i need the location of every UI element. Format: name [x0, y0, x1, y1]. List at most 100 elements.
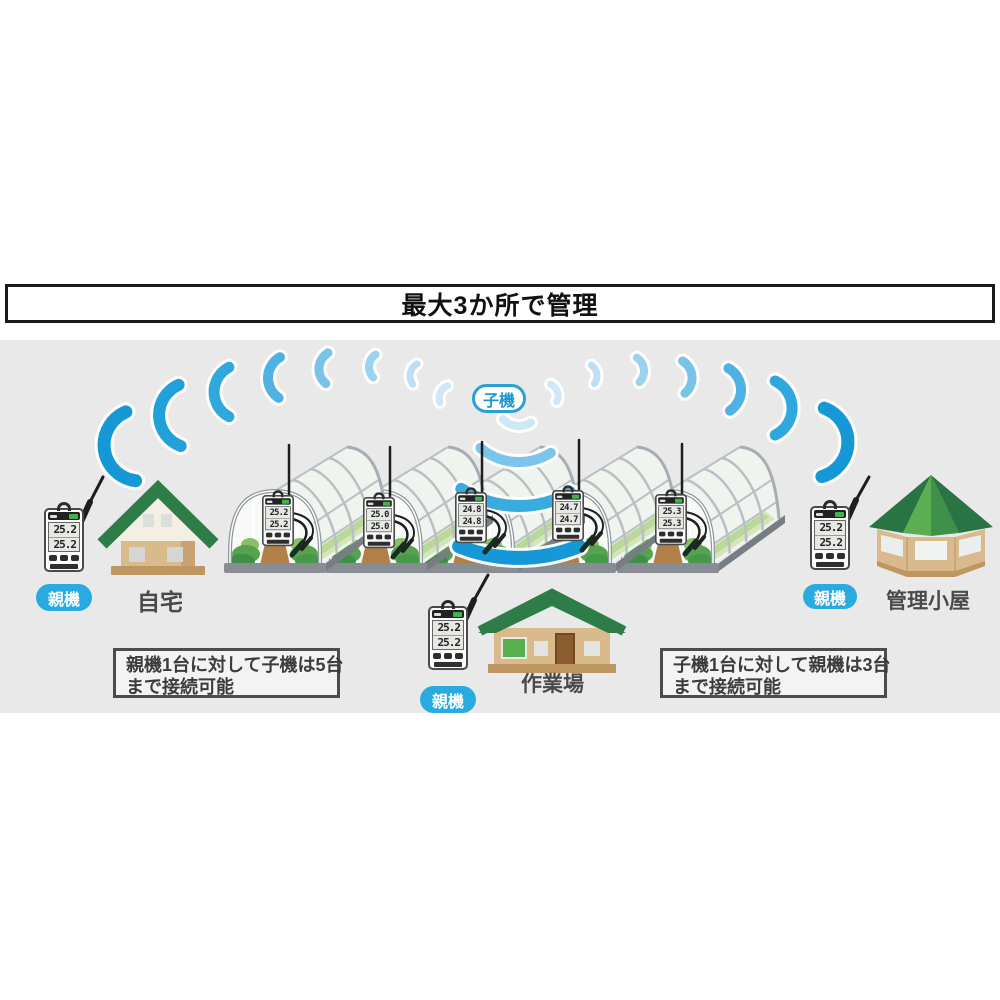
temp-reading: 24.8	[462, 515, 482, 527]
signal-badge	[453, 611, 462, 617]
device-label-strip	[556, 534, 580, 539]
brand-logo	[459, 497, 466, 500]
device-lcd: 25.2 25.2	[48, 522, 80, 552]
device-label-strip	[266, 539, 290, 544]
device-label-strip	[815, 562, 845, 567]
parent-device-hut: 25.2 25.2	[810, 500, 850, 570]
parent-pill-home: 親機	[36, 584, 92, 611]
temp-reading: 25.2	[53, 523, 77, 537]
device-hook	[441, 600, 455, 609]
signal-badge	[835, 511, 844, 517]
temp-reading: 25.2	[269, 507, 289, 518]
lcd-row-bottom: 24.7	[556, 514, 580, 525]
temp-reading: 24.7	[559, 502, 579, 513]
device-hook	[57, 502, 71, 511]
page-title: 最大3か所で管理	[401, 291, 599, 320]
lcd-row-top: 25.0	[367, 509, 391, 521]
brand-logo	[816, 512, 823, 516]
lcd-row-top: 25.2	[49, 523, 79, 538]
child-pill-label: 子機	[482, 392, 515, 410]
device-label-strip	[49, 564, 79, 569]
temp-reading: 25.2	[819, 535, 843, 549]
device-buttons	[457, 529, 486, 535]
label-workshop: 作業場	[521, 673, 584, 696]
lcd-row-bottom: 25.3	[659, 518, 683, 529]
lcd-row-bottom: 25.0	[367, 521, 391, 532]
child-device-5: 25.3 25.3	[655, 489, 687, 546]
note-right-line1: 子機1台に対して親機は3台	[673, 655, 891, 675]
note-left-line1: 親機1台に対して子機は5台	[126, 655, 344, 675]
temp-reading: 24.7	[559, 513, 579, 525]
device-header	[265, 498, 291, 505]
lcd-row-top: 25.2	[815, 521, 845, 536]
temp-reading: 25.2	[437, 635, 461, 649]
device-buttons	[812, 553, 848, 559]
title-box: 最大3か所で管理	[5, 284, 995, 323]
lcd-row-top: 24.7	[556, 502, 580, 514]
device-buttons	[264, 532, 293, 538]
device-header	[458, 495, 484, 502]
temp-reading: 25.3	[662, 517, 682, 529]
device-label-strip	[367, 541, 391, 546]
parent-device-home: 25.2 25.2	[44, 502, 84, 572]
signal-badge	[572, 494, 580, 499]
note-left-line2: まで接続可能	[126, 677, 234, 697]
device-lcd: 25.2 25.2	[432, 620, 464, 650]
device-lcd: 25.0 25.0	[366, 508, 392, 533]
lcd-row-bottom: 25.2	[815, 536, 845, 550]
child-device-4: 24.7 24.7	[552, 485, 584, 542]
temp-reading: 24.8	[462, 504, 482, 515]
device-hook	[562, 485, 574, 493]
device-lcd: 25.3 25.3	[658, 505, 684, 530]
device-header	[658, 497, 684, 504]
brand-logo	[659, 499, 666, 502]
lcd-row-top: 25.3	[659, 506, 683, 518]
device-header	[555, 493, 581, 500]
device-header	[366, 500, 392, 507]
temp-reading: 25.0	[370, 509, 390, 520]
child-pill: 子機	[472, 384, 526, 413]
lcd-row-bottom: 25.2	[433, 636, 463, 650]
device-buttons	[657, 531, 686, 537]
signal-badge	[69, 513, 78, 519]
signal-badge	[475, 496, 483, 501]
lcd-row-bottom: 25.2	[266, 519, 290, 530]
signal-badge	[383, 501, 391, 506]
brand-logo	[50, 514, 57, 518]
parent-pill-hut: 親機	[803, 584, 857, 609]
device-hook	[823, 500, 837, 509]
note-left: 親機1台に対して子機は5台 まで接続可能	[113, 648, 344, 698]
note-right: 子機1台に対して親機は3台 まで接続可能	[660, 648, 891, 698]
temp-reading: 25.2	[437, 621, 461, 635]
parent-pill-label: 親機	[813, 590, 846, 608]
device-label-strip	[659, 538, 683, 543]
temp-reading: 25.0	[370, 520, 390, 532]
temp-reading: 25.2	[53, 537, 77, 551]
temp-reading: 25.2	[269, 518, 289, 530]
device-lcd: 25.2 25.2	[265, 506, 291, 531]
parent-device-workshop: 25.2 25.2	[428, 600, 468, 670]
device-hook	[665, 489, 677, 497]
device-hook	[465, 487, 477, 495]
label-hut: 管理小屋	[886, 590, 970, 613]
child-device-3: 24.8 24.8	[455, 487, 487, 544]
device-lcd: 24.8 24.8	[458, 503, 484, 528]
device-lcd: 24.7 24.7	[555, 501, 581, 526]
device-hook	[272, 490, 284, 498]
parent-pill-workshop: 親機	[420, 686, 476, 713]
lcd-row-top: 25.2	[266, 507, 290, 519]
parent-pill-label: 親機	[47, 591, 80, 609]
device-header	[432, 610, 464, 618]
device-buttons	[46, 555, 82, 561]
device-label-strip	[459, 536, 483, 541]
temp-reading: 25.3	[662, 506, 682, 517]
signal-badge	[282, 499, 290, 504]
device-buttons	[430, 653, 466, 659]
brand-logo	[556, 495, 563, 498]
parent-pill-label: 親機	[431, 693, 464, 711]
lcd-row-bottom: 24.8	[459, 516, 483, 527]
child-device-2: 25.0 25.0	[363, 492, 395, 549]
device-buttons	[365, 534, 394, 540]
brand-logo	[266, 500, 273, 503]
